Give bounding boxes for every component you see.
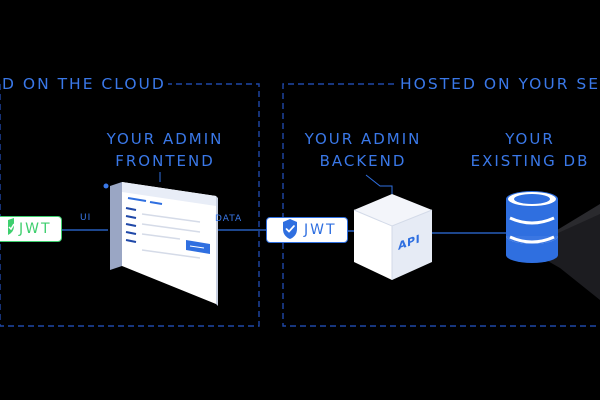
- data-connection-label: DATA: [215, 214, 243, 224]
- existing-db-label-line1: YOUR: [505, 130, 555, 148]
- admin-frontend-label-line1: YOUR ADMIN: [106, 130, 224, 148]
- admin-frontend-window-icon: [103, 182, 218, 306]
- cloud-region-title: D ON THE CLOUD: [2, 75, 166, 93]
- admin-backend-label-line2: BACKEND: [319, 152, 407, 170]
- admin-backend-label-line1: YOUR ADMIN: [304, 130, 422, 148]
- existing-db-label-line2: EXISTING DB: [470, 152, 590, 170]
- admin-frontend-label-line2: FRONTEND: [115, 152, 215, 170]
- admin-backend-label: YOUR ADMIN BACKEND: [298, 128, 428, 172]
- jwt-badge-middle: JWT: [266, 217, 348, 243]
- jwt-badge-middle-text: JWT: [304, 222, 337, 238]
- self-hosted-region-border: [282, 83, 600, 327]
- self-hosted-region-title: HOSTED ON YOUR SE: [400, 75, 600, 93]
- backend-label-pointer: [365, 174, 393, 198]
- existing-db-icon: [506, 191, 600, 300]
- jwt-badge-left-text: JWT: [19, 221, 52, 237]
- admin-backend-cube-icon: [353, 194, 433, 280]
- jwt-badge-left: JWT: [0, 216, 62, 242]
- cloud-region-border: [0, 83, 260, 327]
- ui-connection-label: UI: [80, 213, 92, 223]
- existing-db-label: YOUR EXISTING DB: [468, 128, 592, 172]
- admin-frontend-label: YOUR ADMIN FRONTEND: [100, 128, 230, 172]
